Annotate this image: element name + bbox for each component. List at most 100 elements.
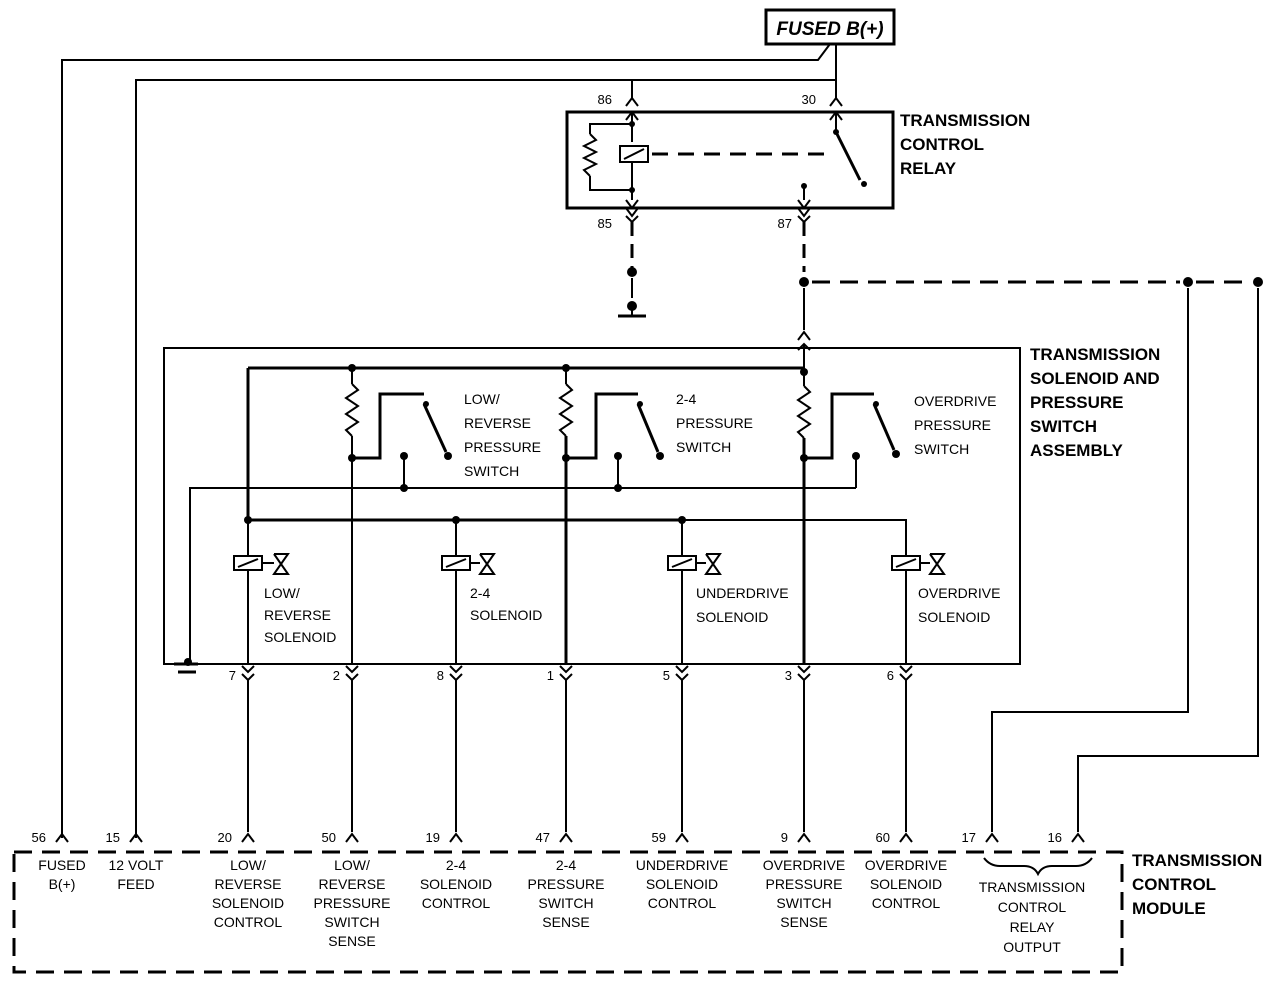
svg-text:LOW/: LOW/	[464, 391, 500, 407]
assembly-connector-pin-5: 5	[663, 665, 689, 683]
module-terminal-17: 17	[962, 830, 999, 845]
relay-title-line-2: CONTROL	[900, 135, 984, 154]
relay-ground	[618, 215, 646, 318]
module-terminal-pin-number: 17	[962, 830, 976, 845]
module-terminal-label-line: CONTROL	[422, 895, 491, 911]
solenoid-label-underdrive: UNDERDRIVE SOLENOID	[696, 585, 789, 625]
module-terminal-label-line: PRESSURE	[313, 895, 390, 911]
module-terminal-pin-number: 56	[32, 830, 46, 845]
module-terminal-label-line: 2-4	[446, 857, 466, 873]
module-terminal-16: 16	[1048, 830, 1085, 845]
module-terminal-pin-number: 19	[426, 830, 440, 845]
module-terminal-label-line: SWITCH	[538, 895, 593, 911]
solenoid-label-overdrive: OVERDRIVE SOLENOID	[918, 585, 1000, 625]
module-terminal-label-line: FEED	[117, 876, 154, 892]
svg-text:SOLENOID: SOLENOID	[696, 609, 768, 625]
svg-text:PRESSURE: PRESSURE	[1030, 393, 1124, 412]
module-terminal-pin-number: 59	[652, 830, 666, 845]
svg-text:UNDERDRIVE: UNDERDRIVE	[696, 585, 789, 601]
module-terminal-label-line: PRESSURE	[527, 876, 604, 892]
solenoid-label-2-4: 2-4 SOLENOID	[470, 585, 542, 623]
module-terminal-label-line: SOLENOID	[212, 895, 284, 911]
assembly-connector-pin-8: 8	[437, 665, 463, 683]
module-terminal-label-line: CONTROL	[214, 914, 283, 930]
svg-text:REVERSE: REVERSE	[464, 415, 531, 431]
module-terminal-label-line: 2-4	[556, 857, 576, 873]
module-terminal-label-line: LOW/	[334, 857, 370, 873]
module-title: TRANSMISSION CONTROL MODULE	[1132, 851, 1262, 918]
module-terminal-pin-number: 9	[781, 830, 788, 845]
svg-text:OVERDRIVE: OVERDRIVE	[918, 585, 1000, 601]
relay-title-line-1: TRANSMISSION	[900, 111, 1030, 130]
svg-text:ASSEMBLY: ASSEMBLY	[1030, 441, 1124, 460]
svg-text:REVERSE: REVERSE	[264, 607, 331, 623]
module-terminal-label-line: CONTROL	[648, 895, 717, 911]
svg-text:TRANSMISSION: TRANSMISSION	[1132, 851, 1262, 870]
svg-text:SWITCH: SWITCH	[914, 441, 969, 457]
module-terminal-label-line: OVERDRIVE	[763, 857, 845, 873]
relay-pin-86: 86	[598, 92, 612, 107]
module-terminal-pin-number: 47	[536, 830, 550, 845]
module-terminal-pin-number: 16	[1048, 830, 1062, 845]
assembly-connector-pin-number: 3	[785, 668, 792, 683]
switch-label-2-4: 2-4 PRESSURE SWITCH	[676, 391, 753, 455]
svg-text:SOLENOID: SOLENOID	[264, 629, 336, 645]
switch-label-overdrive: OVERDRIVE PRESSURE SWITCH	[914, 393, 996, 457]
module-terminal-label-line: OVERDRIVE	[865, 857, 947, 873]
svg-text:TRANSMISSION: TRANSMISSION	[1030, 345, 1160, 364]
module-terminal-label-line: PRESSURE	[765, 876, 842, 892]
svg-text:MODULE: MODULE	[1132, 899, 1206, 918]
assembly-connector-pin-number: 2	[333, 668, 340, 683]
module-terminal-label-line: SOLENOID	[646, 876, 718, 892]
transmission-control-relay: 86 30 85 87 TRANSMISSION CONTRO	[136, 79, 1030, 231]
assembly-title: TRANSMISSION SOLENOID AND PRESSURE SWITC…	[1030, 345, 1160, 460]
assembly-connector-pin-6: 6	[887, 665, 913, 683]
svg-text:OVERDRIVE: OVERDRIVE	[914, 393, 996, 409]
assembly-connector-pin-3: 3	[785, 665, 811, 683]
assembly-connector-pin-number: 8	[437, 668, 444, 683]
assembly-connector-pins: 7 2 8 1 5 3 6	[229, 665, 913, 683]
svg-text:2-4: 2-4	[470, 585, 490, 601]
harness-wires	[247, 680, 907, 832]
svg-text:CONTROL: CONTROL	[1132, 875, 1216, 894]
svg-text:PRESSURE: PRESSURE	[676, 415, 753, 431]
relay-title-line-3: RELAY	[900, 159, 957, 178]
svg-text:SWITCH: SWITCH	[1030, 417, 1097, 436]
assembly-connector-pin-number: 7	[229, 668, 236, 683]
transmission-control-module: TRANSMISSION CONTROL MODULE TRANSMISSION…	[12, 850, 1262, 974]
module-terminal-label-line: SENSE	[542, 914, 589, 930]
svg-text:PRESSURE: PRESSURE	[464, 439, 541, 455]
module-terminal-label-line: CONTROL	[872, 895, 941, 911]
module-terminal-label-line: FUSED	[38, 857, 85, 873]
solenoid-pressure-switch-assembly: LOW/ REVERSE PRESSURE SWITCH 2-4 PRESSUR…	[163, 342, 1160, 674]
module-terminal-label-line: B(+)	[49, 876, 76, 892]
svg-text:RELAY: RELAY	[1010, 919, 1056, 935]
svg-text:PRESSURE: PRESSURE	[914, 417, 991, 433]
module-terminal-label-line: SWITCH	[776, 895, 831, 911]
relay-output-label: TRANSMISSION CONTROL RELAY OUTPUT	[979, 879, 1086, 955]
module-terminal-pin-number: 15	[106, 830, 120, 845]
assembly-connector-pin-1: 1	[547, 665, 573, 683]
module-terminal-label-line: REVERSE	[319, 876, 386, 892]
module-terminal-pin-number: 60	[876, 830, 890, 845]
svg-text:2-4: 2-4	[676, 391, 696, 407]
svg-text:LOW/: LOW/	[264, 585, 300, 601]
svg-text:SOLENOID: SOLENOID	[918, 609, 990, 625]
svg-text:CONTROL: CONTROL	[998, 899, 1067, 915]
module-terminal-pin-number: 50	[322, 830, 336, 845]
assembly-connector-pin-number: 1	[547, 668, 554, 683]
assembly-connector-pin-7: 7	[229, 665, 255, 683]
svg-text:SOLENOID AND: SOLENOID AND	[1030, 369, 1160, 388]
svg-text:SWITCH: SWITCH	[464, 463, 519, 479]
relay-output-circuit	[797, 215, 1263, 832]
svg-text:OUTPUT: OUTPUT	[1003, 939, 1061, 955]
relay-pin-30: 30	[802, 92, 816, 107]
